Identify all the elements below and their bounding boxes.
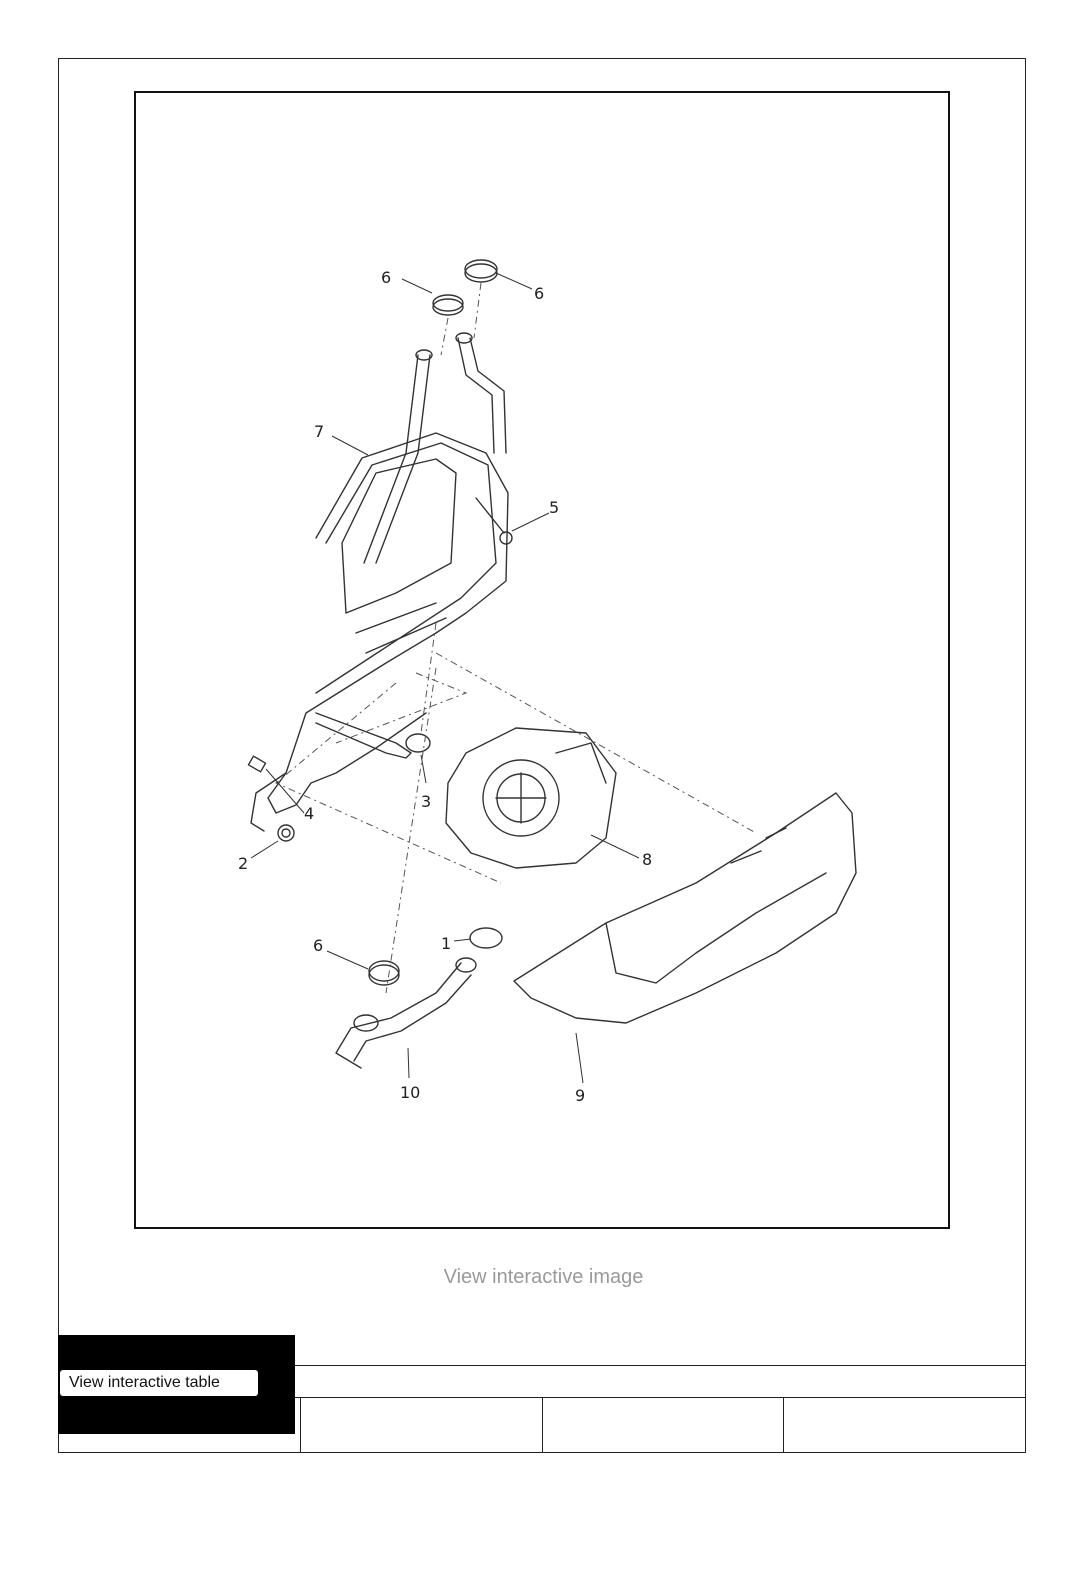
hose-upper-left	[363, 354, 431, 564]
clamp-3	[405, 733, 431, 753]
callout-7: 7	[314, 422, 324, 441]
parts-diagram-frame: 6 6 7 5 3 4 2 8 1 6 10 9	[134, 91, 950, 1229]
callout-6-top-right: 6	[534, 284, 544, 303]
table-cell	[541, 1398, 784, 1452]
hose-upper-right	[457, 337, 507, 454]
callout-9: 9	[575, 1086, 585, 1105]
view-interactive-table-button[interactable]: View interactive table	[60, 1370, 258, 1396]
callout-2: 2	[238, 854, 248, 873]
clamp-1	[469, 927, 503, 949]
page-frame	[58, 58, 1026, 1366]
cover-9	[513, 792, 857, 1024]
pump-8	[445, 727, 617, 869]
callout-1: 1	[441, 934, 451, 953]
callout-6-top-left: 6	[381, 268, 391, 287]
clamp-6-lower	[368, 960, 400, 982]
bolt-5	[475, 497, 505, 534]
callout-8: 8	[642, 850, 652, 869]
bolt-4	[247, 755, 267, 773]
exploded-parts-diagram: 6 6 7 5 3 4 2 8 1 6 10 9	[238, 259, 857, 1105]
table-header-line	[294, 1366, 1026, 1397]
hose-lower-10	[335, 962, 472, 1069]
callout-5: 5	[549, 498, 559, 517]
mounting-frame	[267, 432, 509, 814]
view-interactive-image-link[interactable]: View interactive image	[443, 1266, 644, 1288]
callout-3: 3	[421, 792, 431, 811]
callout-4: 4	[304, 804, 314, 823]
callout-10: 10	[400, 1083, 420, 1102]
table-cell	[299, 1398, 542, 1452]
callout-6-lower: 6	[313, 936, 323, 955]
nut-2	[277, 824, 295, 842]
table-cell	[783, 1398, 1025, 1452]
plate	[315, 712, 412, 759]
clamp-top-left	[432, 294, 464, 312]
clamp-top-right	[464, 259, 498, 279]
